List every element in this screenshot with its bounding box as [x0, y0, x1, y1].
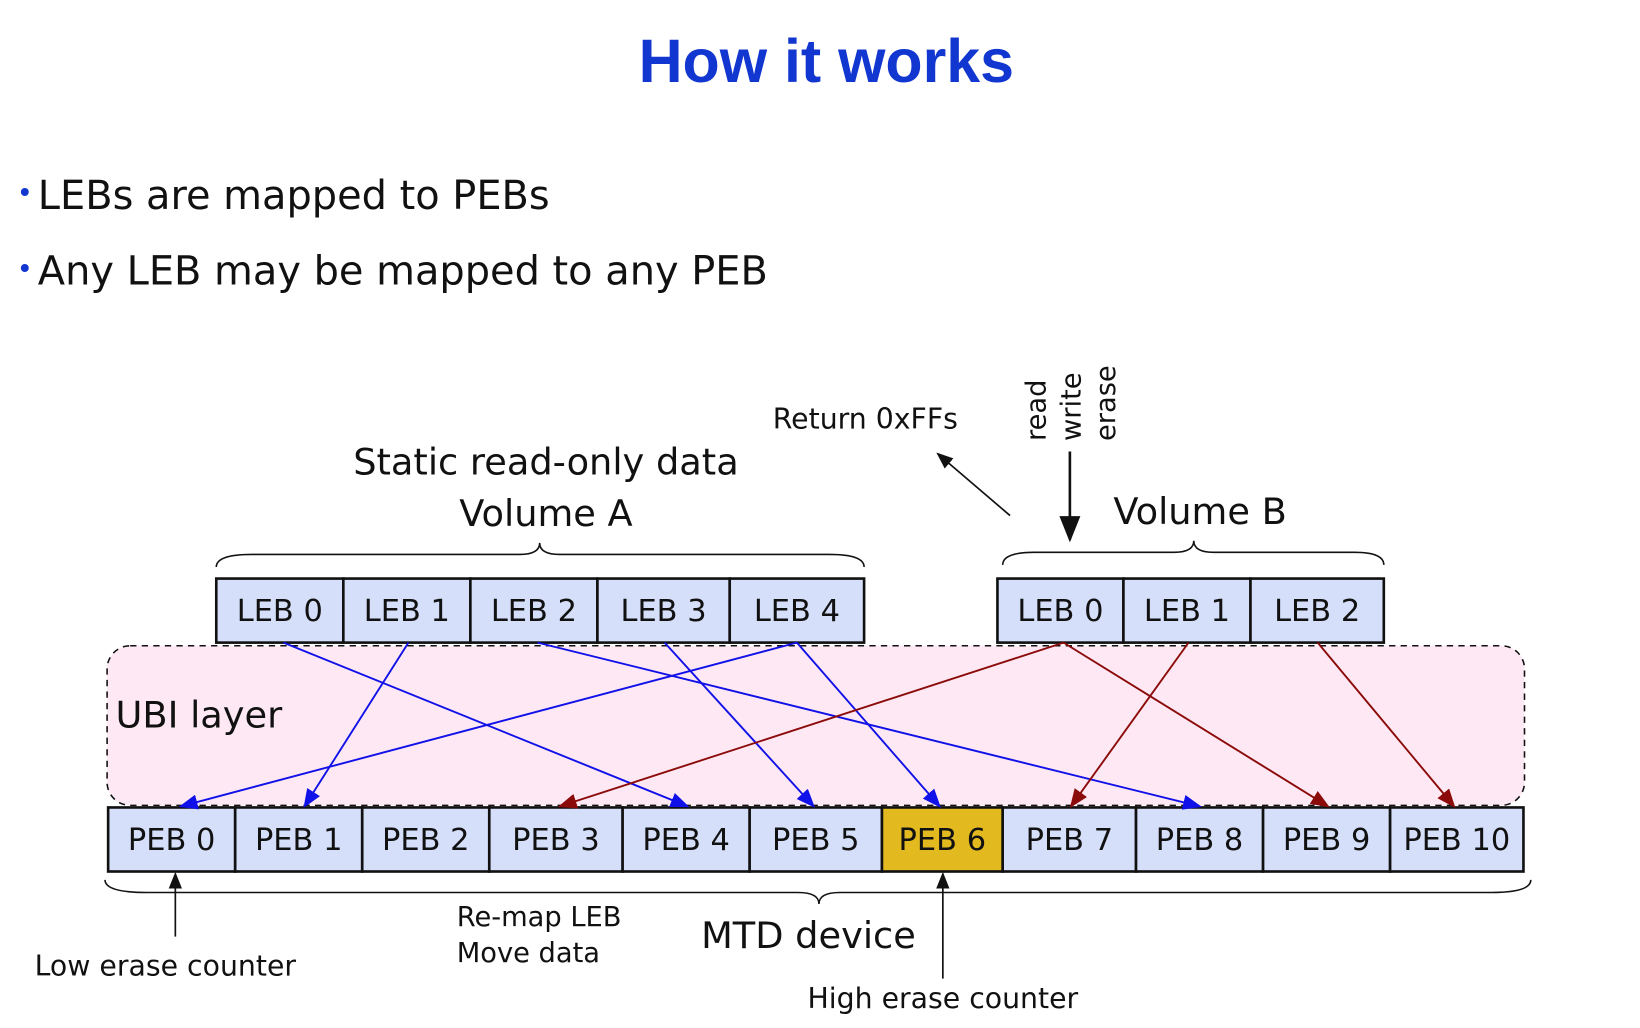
volume-a-lebs: LEB 0 LEB 1 LEB 2 LEB 3 LEB 4 [214, 577, 866, 644]
move-data-label: Move data [457, 938, 600, 969]
volume-a-mapping-arrow [303, 642, 410, 809]
peb-label: PEB 1 [255, 823, 343, 858]
volume-b-lebs: LEB 0 LEB 1 LEB 2 [996, 577, 1386, 644]
peb-label: PEB 0 [128, 823, 216, 858]
ubi-layer-label: UBI layer [115, 694, 283, 737]
volume-a-label: Volume A [459, 492, 632, 535]
leb-b-label: LEB 0 [1017, 594, 1103, 629]
leb-a-label: LEB 1 [364, 594, 450, 629]
op-erase: erase [1091, 365, 1122, 441]
leb-b-box [996, 577, 1125, 644]
leb-b-box [1249, 577, 1386, 644]
volume-b-mapping-arrow [1069, 642, 1190, 808]
peb-box [621, 806, 751, 873]
leb-b-label: LEB 1 [1144, 594, 1230, 629]
peb-label: PEB 10 [1403, 823, 1510, 858]
high-erase-label: High erase counter [807, 982, 1078, 1015]
leb-a-box [596, 577, 732, 644]
leb-b-label: LEB 2 [1274, 594, 1360, 629]
leb-b-box [1122, 577, 1252, 644]
peb-label: PEB 5 [772, 823, 860, 858]
remap-label: Re-map LEB [457, 902, 622, 933]
mapping-arrows [178, 641, 1456, 810]
bullet-1: LEBs are mapped to PEBs [38, 173, 550, 219]
volume-a-mapping-arrow [178, 641, 798, 810]
peb-label: PEB 2 [382, 823, 470, 858]
peb-box [1388, 806, 1525, 873]
peb-label: PEB 8 [1156, 823, 1244, 858]
ubi-layer [106, 644, 1526, 807]
leb-a-label: LEB 3 [620, 594, 706, 629]
peb-label: PEB 4 [642, 823, 730, 858]
peb-label: PEB 3 [512, 823, 600, 858]
bullet-dot: • [17, 254, 33, 285]
volume-b-label: Volume B [1113, 490, 1287, 533]
peb-box [1134, 806, 1265, 873]
peb-label: PEB 7 [1026, 823, 1114, 858]
operation-labels: read write erase [1022, 365, 1122, 441]
bullet-2: Any LEB may be mapped to any PEB [38, 249, 768, 295]
return-label: Return 0xFFs [773, 402, 958, 435]
volume-b-mapping-arrow [557, 641, 1064, 809]
low-erase-label: Low erase counter [35, 949, 297, 982]
leb-a-box [214, 577, 345, 644]
leb-a-label: LEB 2 [491, 594, 577, 629]
volume-b-brace [1001, 540, 1385, 566]
peb-box [748, 806, 884, 873]
volume-b-mapping-arrow [1063, 641, 1330, 808]
peb-label: PEB 6 [899, 823, 987, 858]
mtd-brace [104, 879, 1532, 905]
peb-box [1001, 806, 1138, 873]
return-arrow [936, 452, 1011, 517]
page-title: How it works [639, 27, 1014, 95]
leb-a-box [728, 577, 866, 644]
op-read: read [1022, 380, 1053, 441]
op-write: write [1056, 372, 1087, 441]
leb-a-box [469, 577, 599, 644]
leb-a-label: LEB 4 [754, 594, 840, 629]
peb-box [880, 806, 1005, 873]
peb-box [106, 806, 237, 873]
peb-box [1261, 806, 1392, 873]
volume-a-brace [215, 542, 865, 568]
leb-a-label: LEB 0 [237, 594, 323, 629]
peb-row: PEB 0 PEB 1 PEB 2 PEB 3 PEB 4 PEB 5 PEB 6 PEB 7… [106, 806, 1525, 873]
volume-a-mapping-arrow [796, 641, 941, 808]
mtd-device-label: MTD device [701, 914, 916, 957]
volume-b-mapping-arrow [1316, 642, 1456, 808]
bullet-dot: • [17, 179, 33, 210]
volume-a-mapping-arrow [663, 641, 815, 808]
peb-label: PEB 9 [1283, 823, 1371, 858]
volume-a-label-static: Static read-only data [353, 441, 739, 484]
peb-box [360, 806, 491, 873]
